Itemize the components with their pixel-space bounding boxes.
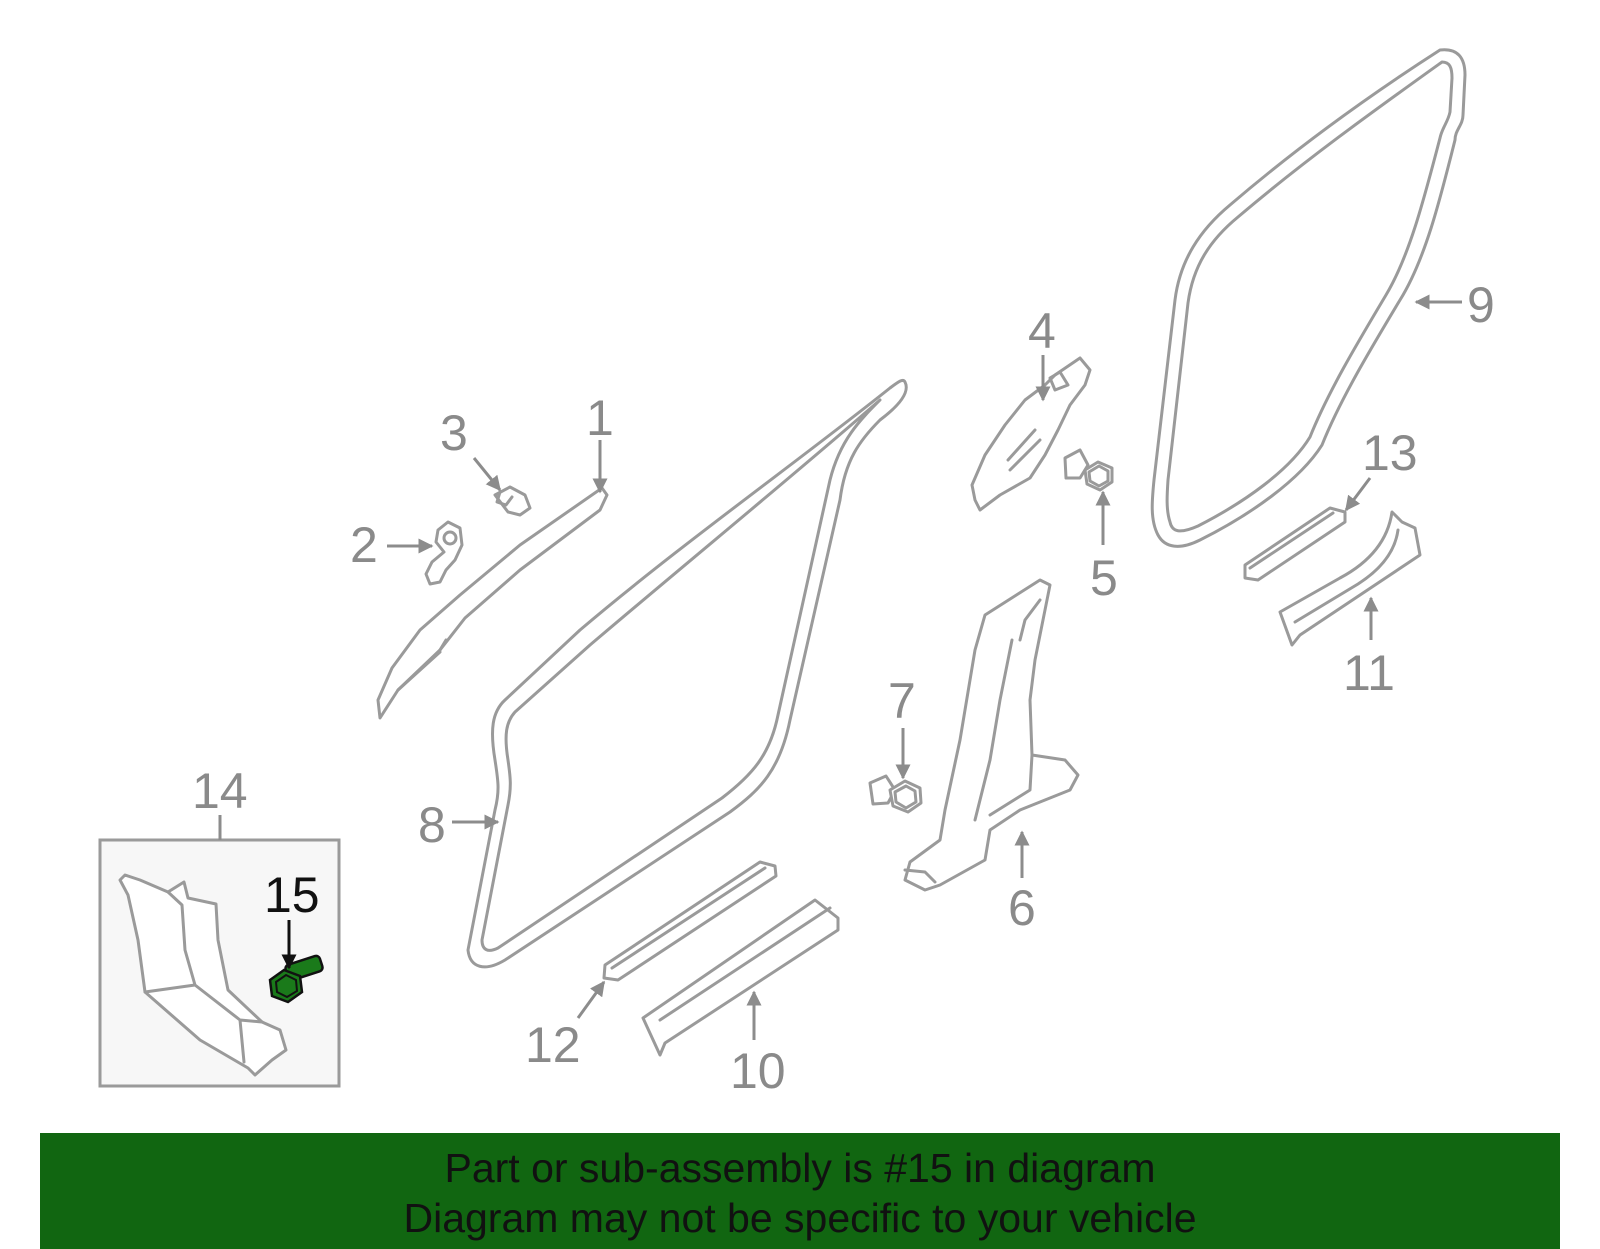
callout-9: 9 [1467, 277, 1495, 333]
callout-labels: 1 2 3 4 5 6 7 8 9 10 11 12 13 14 15 [192, 277, 1495, 1099]
callout-1: 1 [586, 390, 614, 446]
callout-14: 14 [192, 763, 248, 819]
callout-13: 13 [1362, 425, 1418, 481]
bolt-part-15-highlighted[interactable] [268, 954, 324, 1004]
b-pillar-lower-trim-part[interactable] [903, 578, 1080, 892]
b-pillar-upper-trim-part[interactable] [970, 356, 1092, 512]
footer-line-2: Diagram may not be specific to your vehi… [403, 1195, 1197, 1241]
front-scuff-plate-part[interactable] [641, 898, 840, 1057]
rear-scuff-plate-part[interactable] [1278, 510, 1422, 647]
front-door-weatherstrip-part[interactable] [466, 378, 908, 969]
callout-10: 10 [730, 1043, 786, 1099]
callout-11: 11 [1343, 645, 1395, 701]
bolt-part-7[interactable] [868, 774, 923, 814]
callout-15: 15 [264, 867, 320, 923]
push-clip-part[interactable] [493, 485, 532, 517]
callout-2: 2 [350, 517, 378, 573]
callout-5: 5 [1090, 550, 1118, 606]
step-plate-small-part[interactable] [1243, 506, 1347, 582]
callout-12: 12 [525, 1017, 581, 1073]
leader-lines [218, 294, 1462, 1040]
clip-part[interactable] [424, 520, 464, 586]
bolt-part-5[interactable] [1063, 448, 1114, 492]
callout-4: 4 [1028, 303, 1056, 359]
callout-7: 7 [888, 673, 916, 729]
rear-door-weatherstrip-part[interactable] [1150, 48, 1467, 548]
footer-line-1: Part or sub-assembly is #15 in diagram [444, 1145, 1156, 1191]
front-step-plate-small-part[interactable] [602, 860, 778, 982]
callout-6: 6 [1008, 880, 1036, 936]
kick-panel-inset[interactable] [98, 838, 341, 1088]
callout-8: 8 [418, 797, 446, 853]
callout-3: 3 [440, 405, 468, 461]
a-pillar-trim-part[interactable] [376, 486, 609, 720]
footer-banner: Part or sub-assembly is #15 in diagram D… [40, 1133, 1560, 1249]
